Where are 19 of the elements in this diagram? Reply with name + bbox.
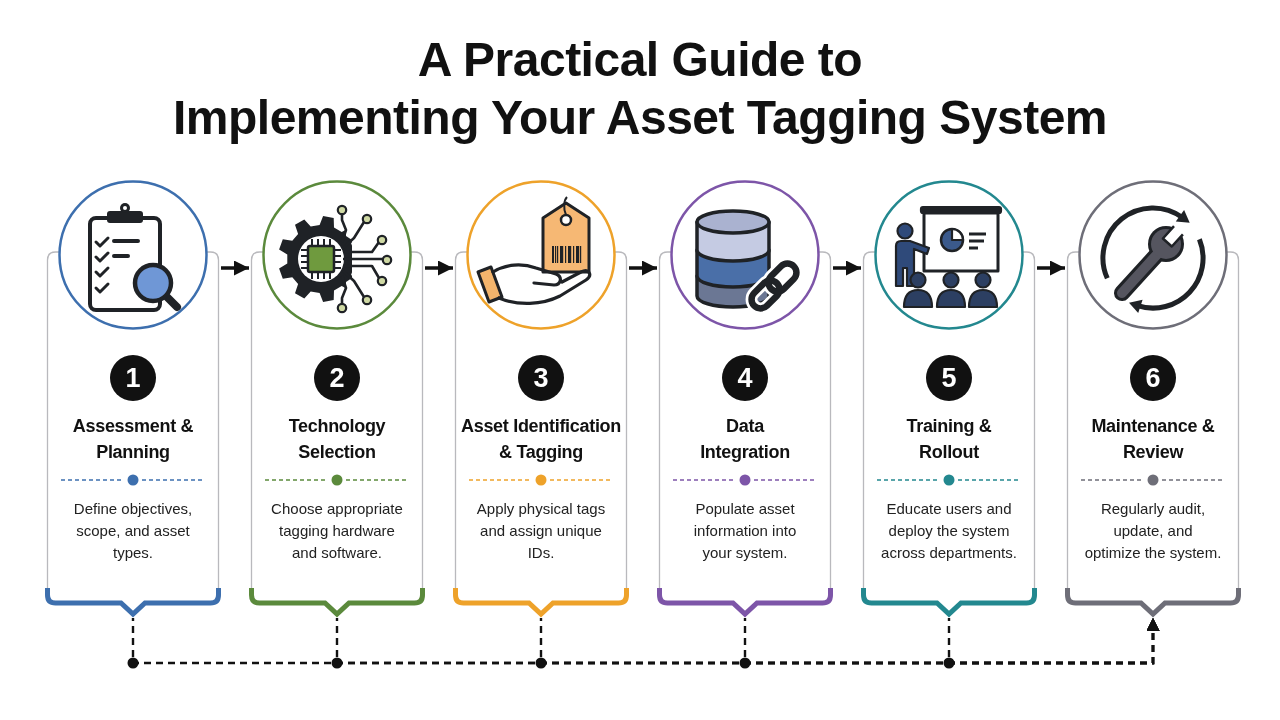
step-title: Technology Selection [287, 415, 387, 464]
arrow [1037, 260, 1065, 276]
step-description: Define objectives, scope, and asset types. [72, 499, 194, 563]
step-title: Training & Rollout [905, 415, 993, 464]
arrow [425, 260, 453, 276]
step-description: Choose appropriate tagging hardware and software. [270, 499, 404, 563]
title: A Practical Guide to Implementing Your Asset Tagging System [171, 32, 1109, 146]
dashed-arrow [947, 618, 1160, 665]
step-title: Asset Identification & Tagging [460, 415, 622, 464]
arrow [629, 260, 657, 276]
step-description: Educate users and deploy the system across departments. [880, 499, 1018, 563]
arrow [833, 260, 861, 276]
step-description: Regularly audit, update, and optimize the system. [1084, 499, 1222, 563]
step-title: Assessment & Planning [71, 415, 195, 464]
step-description: Apply physical tags and assign unique IDs. [475, 499, 607, 563]
step-title: Maintenance & Review [1090, 415, 1216, 464]
step-description: Populate asset information into your system. [692, 499, 798, 563]
step-title: Data Integration [699, 415, 791, 464]
arrow [221, 260, 249, 276]
